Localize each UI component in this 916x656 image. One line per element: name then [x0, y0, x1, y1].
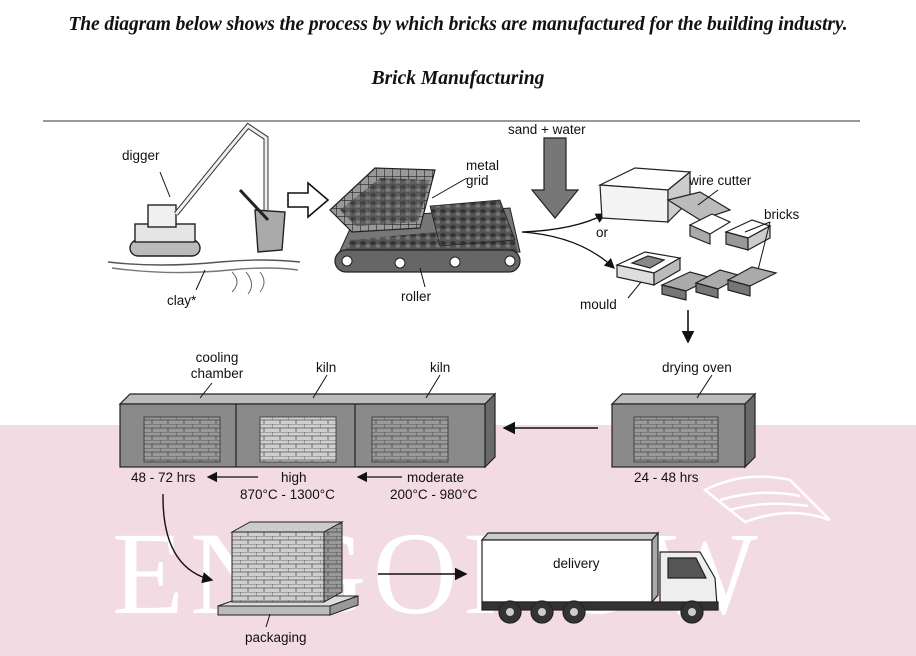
moderate-label: moderate	[407, 470, 465, 485]
delivery-label: delivery	[553, 556, 600, 571]
intro-text: The diagram below shows the process by w…	[68, 14, 848, 35]
watermark-book-icon	[702, 475, 831, 524]
delivery-truck-illustration	[480, 531, 719, 624]
conveyor-illustration	[329, 167, 521, 273]
high-label: high	[281, 470, 307, 485]
packaging-label: packaging	[245, 630, 307, 645]
digger-illustration	[107, 122, 301, 274]
arrow-to-mould	[521, 231, 615, 269]
clay-lines	[231, 271, 265, 295]
drying-oven-box	[610, 392, 757, 469]
wire-cutter-illustration	[597, 167, 772, 252]
sand-water-arrow	[530, 137, 580, 219]
moderate-temp-label: 200°C - 980°C	[390, 487, 478, 502]
sand-water-label: sand + water	[508, 122, 586, 137]
cooling-chamber-label: cooling chamber	[190, 350, 244, 381]
bricks-label: bricks	[764, 207, 800, 222]
packaging-illustration	[217, 521, 359, 616]
arrow-to-packaging	[162, 493, 214, 584]
diagram-title: Brick Manufacturing	[371, 68, 545, 89]
digger-label: digger	[122, 148, 160, 163]
wire-cutter-label: wire cutter	[689, 173, 752, 188]
roller-label: roller	[401, 289, 432, 304]
cooling-time-label: 48 - 72 hrs	[131, 470, 196, 485]
or-label: or	[596, 225, 609, 240]
mould-label: mould	[580, 297, 617, 312]
drying-time-label: 24 - 48 hrs	[634, 470, 699, 485]
hollow-arrow	[287, 181, 330, 219]
arrow-to-wire-cutter	[521, 213, 607, 233]
mould-illustration	[615, 251, 778, 301]
kiln-high-label: kiln	[316, 360, 337, 375]
high-temp-label: 870°C - 1300°C	[240, 487, 335, 502]
drying-oven-label: drying oven	[662, 360, 732, 375]
kiln-block	[118, 392, 497, 469]
clay-label: clay*	[167, 293, 197, 308]
kiln-moderate-label: kiln	[430, 360, 451, 375]
metal-grid-label: metal grid	[466, 158, 500, 188]
